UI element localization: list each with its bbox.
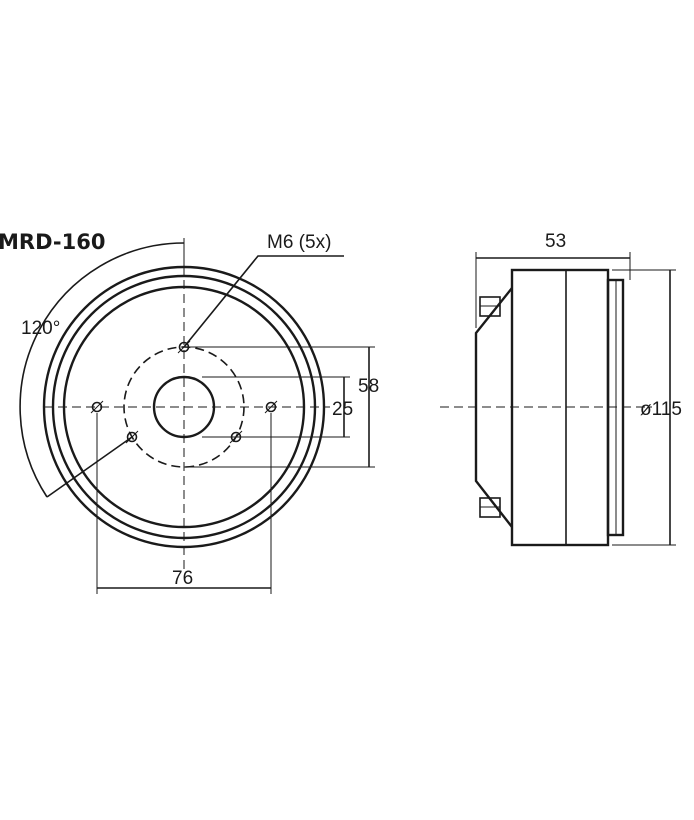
front-view — [19, 238, 375, 594]
mounting-hole-left — [90, 400, 104, 414]
angle-leader-line — [46, 436, 133, 498]
mounting-hole-right — [264, 400, 278, 414]
screw-callout-leader — [183, 255, 344, 348]
screw-callout-label: M6 (5x) — [267, 232, 331, 253]
side-view — [440, 252, 676, 547]
model-title: MRD-160 — [0, 230, 105, 254]
dim-76-label: 76 — [172, 568, 193, 589]
dim-58-label: 58 — [358, 376, 379, 397]
dim-115-label: ø115 — [640, 399, 682, 420]
horn-taper — [474, 287, 513, 528]
dim-53-label: 53 — [545, 231, 566, 252]
angle-label: 120° — [21, 318, 60, 339]
angle-arc — [19, 242, 185, 498]
dim-25-label: 25 — [332, 399, 353, 420]
